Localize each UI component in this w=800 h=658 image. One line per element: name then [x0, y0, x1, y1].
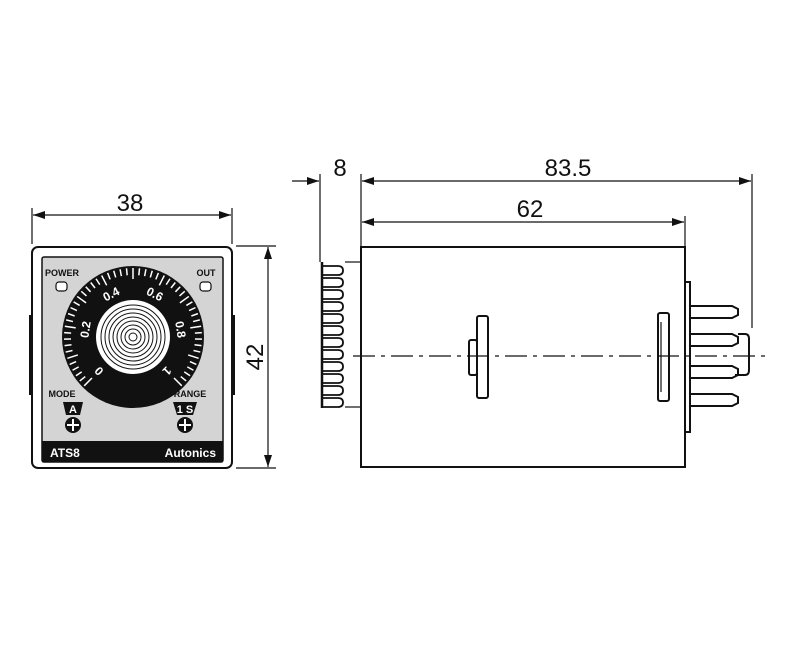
brand-logo: Autonics — [165, 446, 217, 460]
dial-tick — [190, 325, 202, 329]
dial-tick — [186, 366, 194, 371]
out-label: OUT — [197, 268, 217, 278]
dial-tick — [179, 290, 186, 297]
range-selector-screw-icon[interactable] — [177, 417, 193, 433]
mode-label: MODE — [49, 389, 76, 399]
dial-tick — [155, 272, 160, 280]
connector-pin — [690, 365, 739, 379]
socket-flange — [684, 281, 691, 433]
dial-scale-label: 0.4 — [101, 284, 123, 304]
dial-scale-label: 0.6 — [144, 284, 166, 304]
dial-tick — [183, 371, 191, 377]
dial-tick — [90, 282, 96, 289]
out-led-icon — [199, 281, 212, 292]
dial-tick — [193, 349, 201, 353]
connector-pins — [690, 305, 739, 407]
dial-tick — [101, 275, 108, 286]
dial-tick — [73, 301, 81, 307]
knob-side-profile — [320, 262, 344, 408]
dial-tick — [180, 375, 187, 382]
connector-pin — [690, 305, 739, 319]
label-strip — [42, 441, 223, 462]
dial-tick — [158, 275, 165, 286]
dial-tick — [67, 354, 79, 360]
dial-tick — [189, 360, 197, 366]
dial-tick — [174, 286, 181, 293]
dial-tick — [143, 269, 147, 277]
dial-tick — [187, 354, 199, 360]
connector-pin — [690, 393, 739, 407]
body-depth-dimension: 62 — [517, 196, 544, 223]
mounting-clip — [657, 312, 670, 402]
dial-tick — [83, 377, 93, 387]
dial-tick — [170, 282, 176, 289]
dial-tick — [192, 319, 201, 323]
timer-body — [360, 246, 686, 468]
dial-tick — [138, 268, 141, 276]
dial-tick — [165, 278, 171, 286]
dial-tick — [95, 278, 101, 286]
range-value: 1 S — [177, 404, 194, 416]
mode-selector-screw-icon[interactable] — [65, 417, 81, 433]
power-led-icon — [55, 281, 68, 292]
dial-tick — [65, 319, 74, 323]
range-label: RANGE — [174, 389, 207, 399]
dial-tick — [119, 269, 123, 277]
dial-tick — [106, 272, 111, 280]
mounting-clip — [476, 315, 489, 399]
dial-tick — [69, 360, 77, 366]
dial-tick — [75, 371, 83, 377]
dial-tick — [125, 268, 128, 276]
dial-tick — [185, 301, 193, 307]
connector-pin — [690, 333, 739, 347]
dial-tick — [64, 344, 72, 347]
dial-tick — [194, 344, 202, 347]
dial-tick — [67, 312, 75, 317]
dial-tick — [80, 290, 87, 297]
width-dimension: 38 — [117, 190, 144, 217]
dial-tick — [79, 375, 86, 382]
dial-tick — [173, 377, 183, 387]
dial-tick — [70, 306, 78, 312]
dial-scale-label: 0.2 — [77, 320, 93, 339]
mode-value: A — [69, 404, 77, 416]
height-dimension: 42 — [242, 344, 269, 371]
dial-tick — [179, 295, 190, 304]
key-post — [735, 333, 750, 376]
dial-tick — [76, 295, 87, 304]
dial-tick — [191, 312, 199, 317]
dial-tick — [149, 270, 153, 278]
dial-tick — [72, 366, 80, 371]
dial-tick — [113, 270, 117, 278]
knob-depth-dimension: 8 — [333, 155, 346, 182]
dial-tick — [85, 286, 92, 293]
side-view: 8 83.5 62 — [292, 155, 770, 468]
dial-tick — [64, 325, 76, 329]
model-label: ATS8 — [50, 446, 80, 460]
total-depth-dimension: 83.5 — [545, 155, 592, 182]
dial-tick — [65, 349, 73, 353]
dial-scale-label: 0.8 — [172, 320, 188, 339]
dial-tick — [188, 306, 196, 312]
power-label: POWER — [45, 268, 80, 278]
